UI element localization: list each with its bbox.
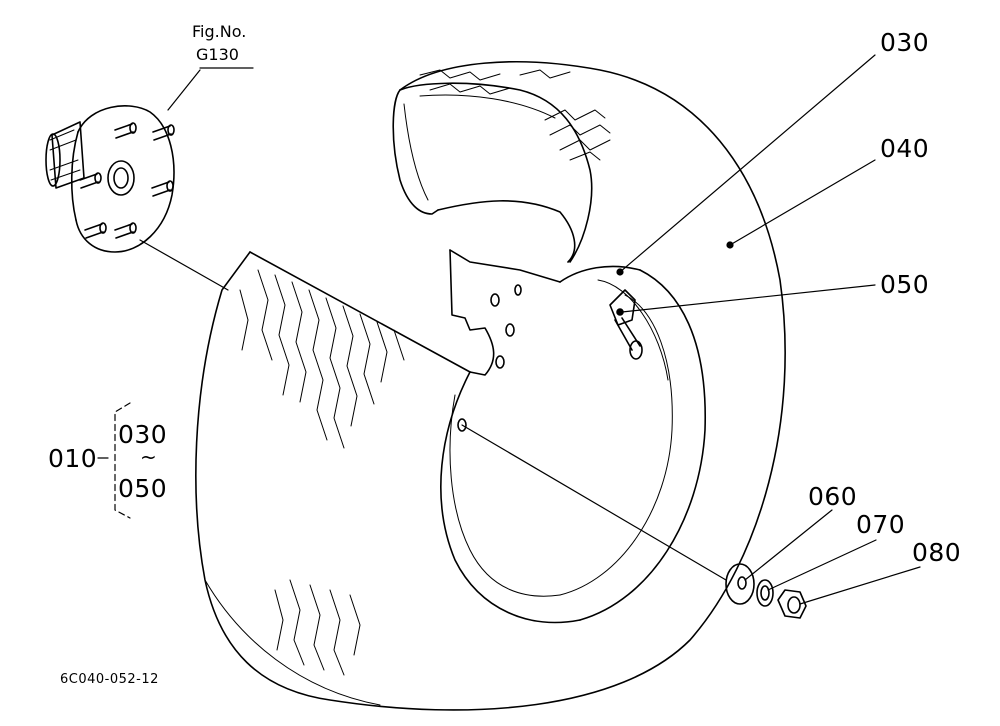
leader-lines [97,54,921,605]
washer-060 [725,563,755,605]
spring-washer-070 [756,579,774,607]
callout-060: 060 [808,482,858,511]
callout-040: 040 [880,134,930,163]
wheel-hub [45,105,175,253]
hub-studs [79,122,175,239]
drawing-code: 6C040-052-12 [60,672,159,687]
nut-080 [777,589,807,619]
tire [195,61,786,711]
valve-stem [609,289,643,360]
tread-pattern [239,69,611,676]
rim-disc [449,249,561,432]
callout-010: 010 [48,444,98,473]
callout-080: 080 [912,538,962,567]
fig-no-number: G130 [196,45,239,64]
fig-no-label: Fig.No. [192,22,247,41]
callout-030: 030 [880,28,930,57]
assembly-range-from: 030 [118,420,168,449]
callout-070: 070 [856,510,906,539]
assembly-range-to: 050 [118,474,168,503]
assembly-range-sep: ~ [140,445,158,469]
callout-050: 050 [880,270,930,299]
